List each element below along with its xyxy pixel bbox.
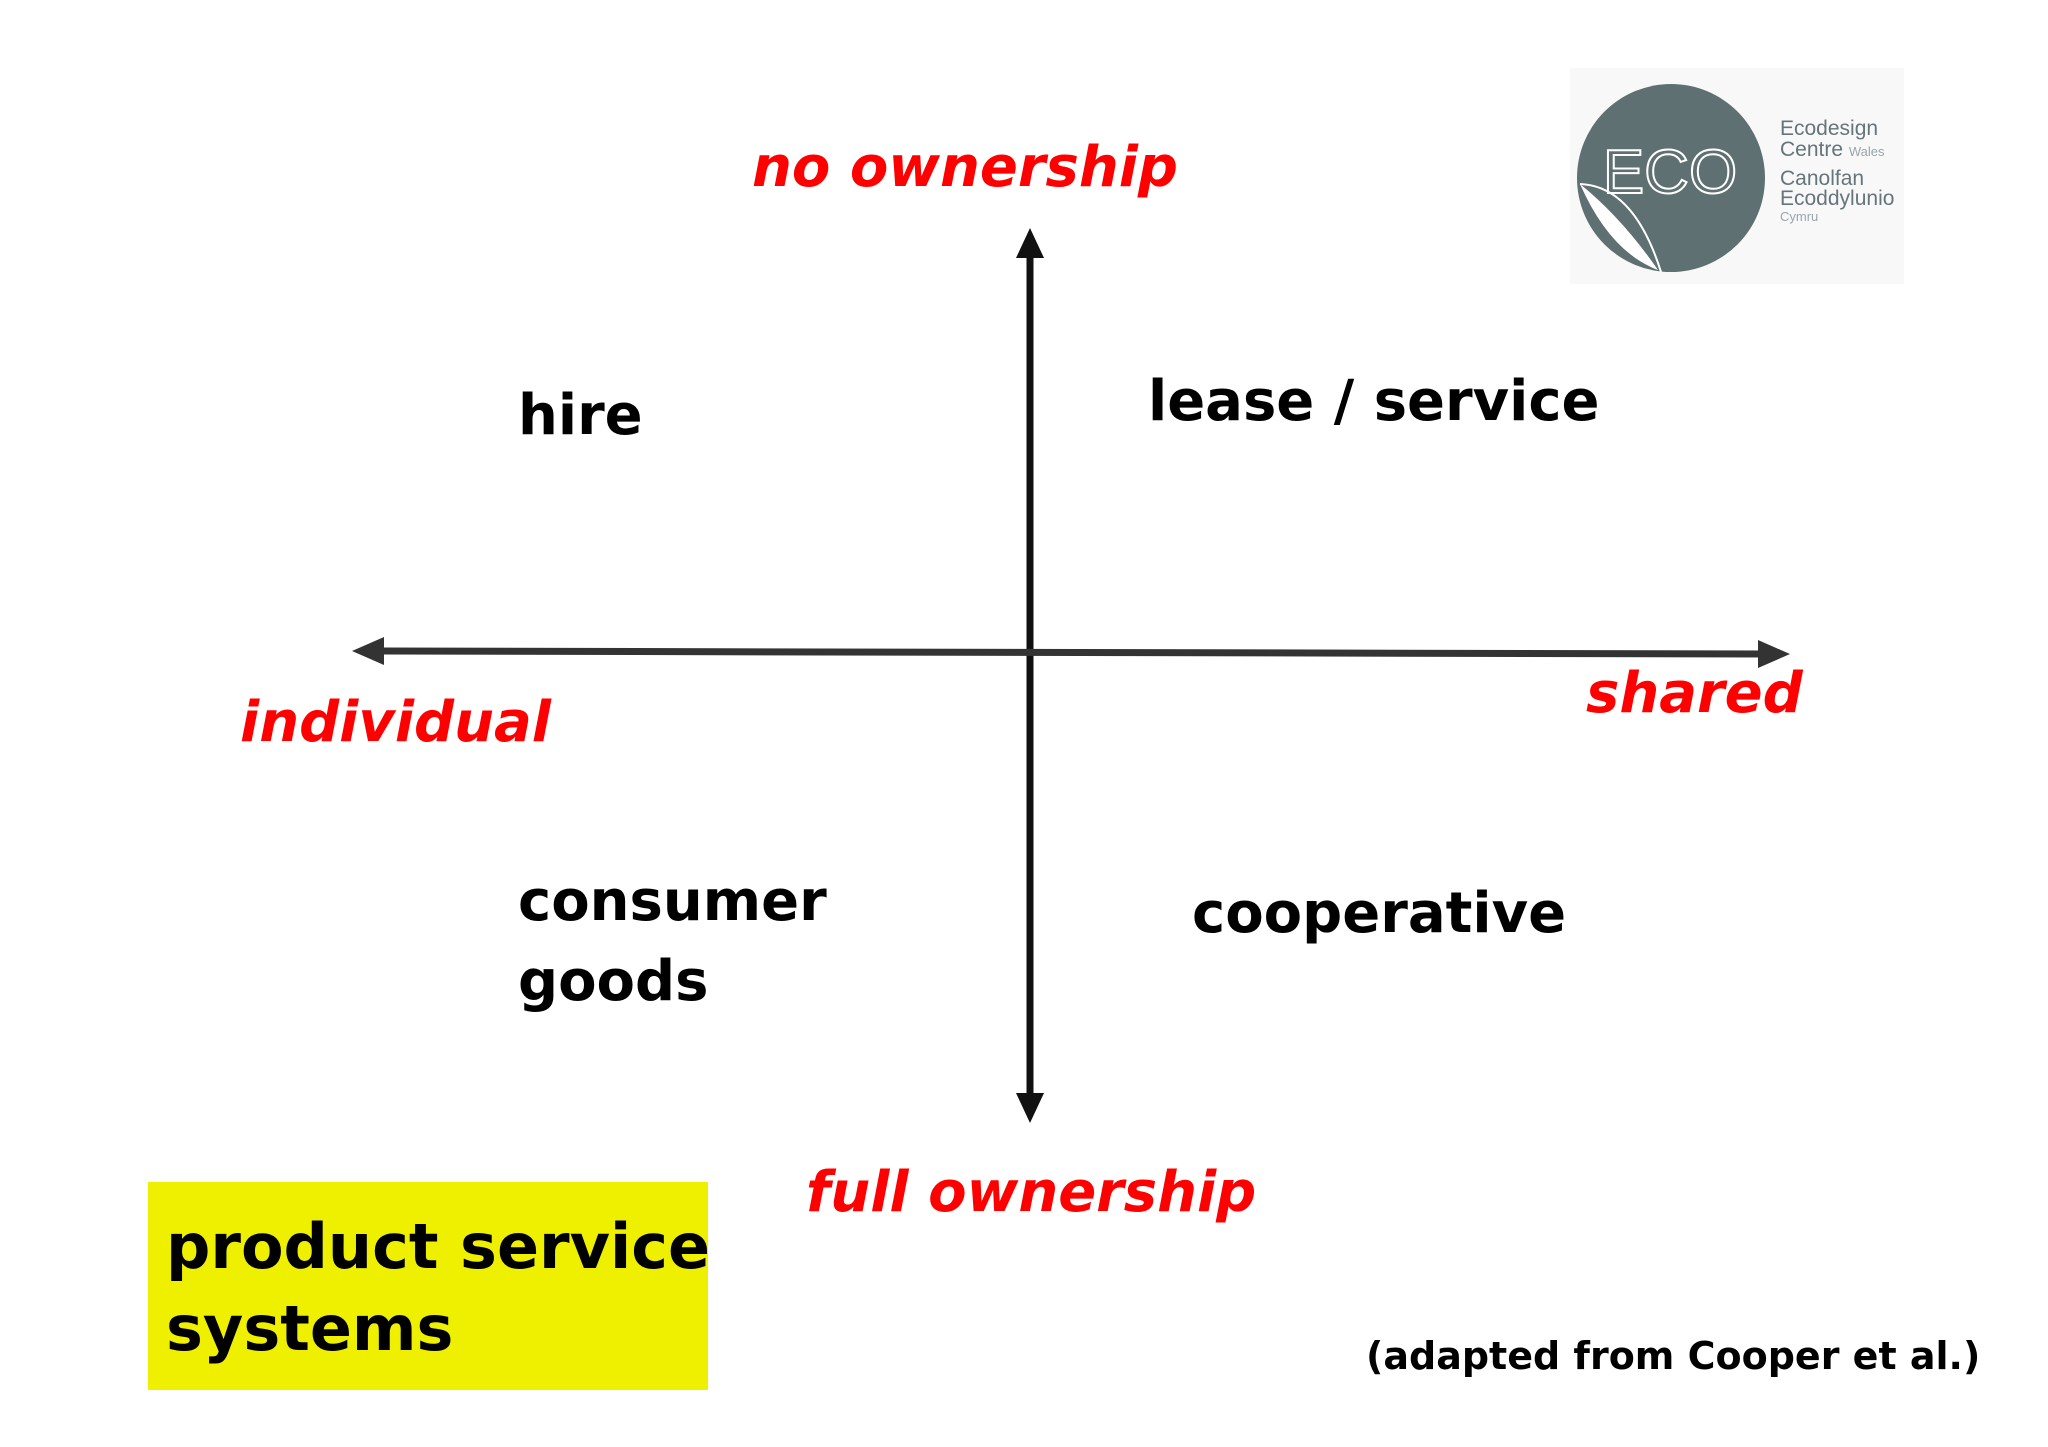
axis-label-shared: shared [1586, 661, 1803, 726]
credit-note: (adapted from Cooper et al.) [1366, 1334, 1981, 1378]
quadrant-text: goods [518, 949, 709, 1014]
logo-line-ecoddylunio: Ecoddylunio [1780, 187, 1895, 210]
logo-centre-word: Centre [1780, 138, 1844, 161]
quadrant-text: lease / service [1148, 369, 1600, 434]
title-box: product service systems [148, 1182, 711, 1390]
axis-label-no-ownership: no ownership [752, 135, 1178, 200]
quadrant-consumer-goods: consumer goods [518, 862, 827, 1022]
logo-line-centre: Centre Wales [1780, 139, 1885, 160]
eco-logo-mark-icon: ECO [1577, 84, 1765, 273]
logo-mark-text: ECO [1603, 138, 1737, 207]
title-line: systems [166, 1292, 454, 1365]
logo-line-cymru: Cymru [1780, 209, 1819, 224]
arrow-left-icon [352, 637, 384, 665]
logo-line-canolfan: Canolfan [1780, 167, 1865, 190]
quadrant-text: consumer [518, 869, 827, 934]
quadrant-text: hire [518, 383, 643, 448]
arrow-down-icon [1016, 1093, 1044, 1123]
quadrant-text: cooperative [1192, 881, 1567, 946]
ecodesign-centre-logo: ECO Ecodesign Centre Wales Canolfan Ecod… [1570, 68, 1904, 284]
arrow-up-icon [1016, 228, 1044, 258]
logo-wales-word: Wales [1848, 144, 1885, 159]
horizontal-axis-line [375, 647, 1769, 658]
axis-label-full-ownership: full ownership [806, 1160, 1257, 1225]
logo-line-ecodesign: Ecodesign [1780, 117, 1879, 140]
quadrant-lease-service: lease / service [1148, 362, 1600, 442]
axis-label-individual: individual [240, 690, 551, 755]
title-line: product service [166, 1210, 711, 1283]
arrow-right-icon [1758, 640, 1790, 668]
quadrant-cooperative: cooperative [1192, 874, 1566, 954]
quadrant-hire: hire [518, 376, 643, 456]
